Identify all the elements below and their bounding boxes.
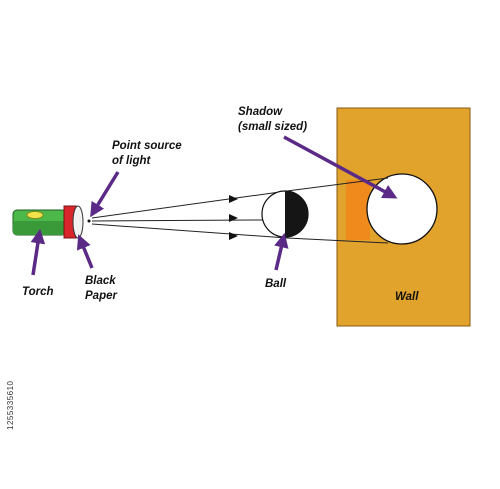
shadow-pointer (283, 135, 398, 199)
point-source-pointer (90, 171, 120, 218)
torch (12, 205, 91, 239)
stock-image-id: 1255335610 (6, 380, 15, 430)
ray-top (91, 190, 288, 219)
torch-pointer (30, 228, 46, 276)
point-source-dot (87, 219, 91, 223)
wall-lit-patch (346, 180, 370, 240)
black-paper-label-line1: Black (85, 275, 116, 287)
light-rays (91, 177, 389, 244)
ball (261, 190, 309, 238)
ray-bottom (91, 223, 288, 239)
black-paper (72, 205, 84, 239)
torch-label: Torch (22, 286, 54, 298)
ray-arrowhead-bottom (229, 232, 238, 240)
black-paper-label-line2: Paper (85, 290, 117, 302)
ray-middle (91, 219, 264, 222)
ball-dark-half (285, 191, 308, 237)
ray-arrowhead-top (229, 195, 238, 203)
torch-switch (26, 211, 44, 219)
ray-top-to-wall (286, 177, 389, 192)
wall (336, 107, 471, 327)
torch-grip (13, 221, 66, 235)
shadow-circle (366, 173, 438, 245)
point-source-label-line1: Point source (112, 140, 182, 152)
ray-arrowhead-middle (229, 214, 238, 222)
ball-pointer (274, 232, 289, 271)
ray-bottom-to-wall (286, 237, 389, 244)
pointer-arrows (30, 135, 398, 276)
wall-label: Wall (395, 291, 419, 303)
shadow-label-line2: (small sized) (238, 121, 307, 133)
ball-label: Ball (265, 278, 287, 290)
black-paper-pointer (76, 234, 94, 269)
shadow-label-line1: Shadow (238, 106, 283, 118)
point-source-label-line2: of light (112, 155, 151, 167)
